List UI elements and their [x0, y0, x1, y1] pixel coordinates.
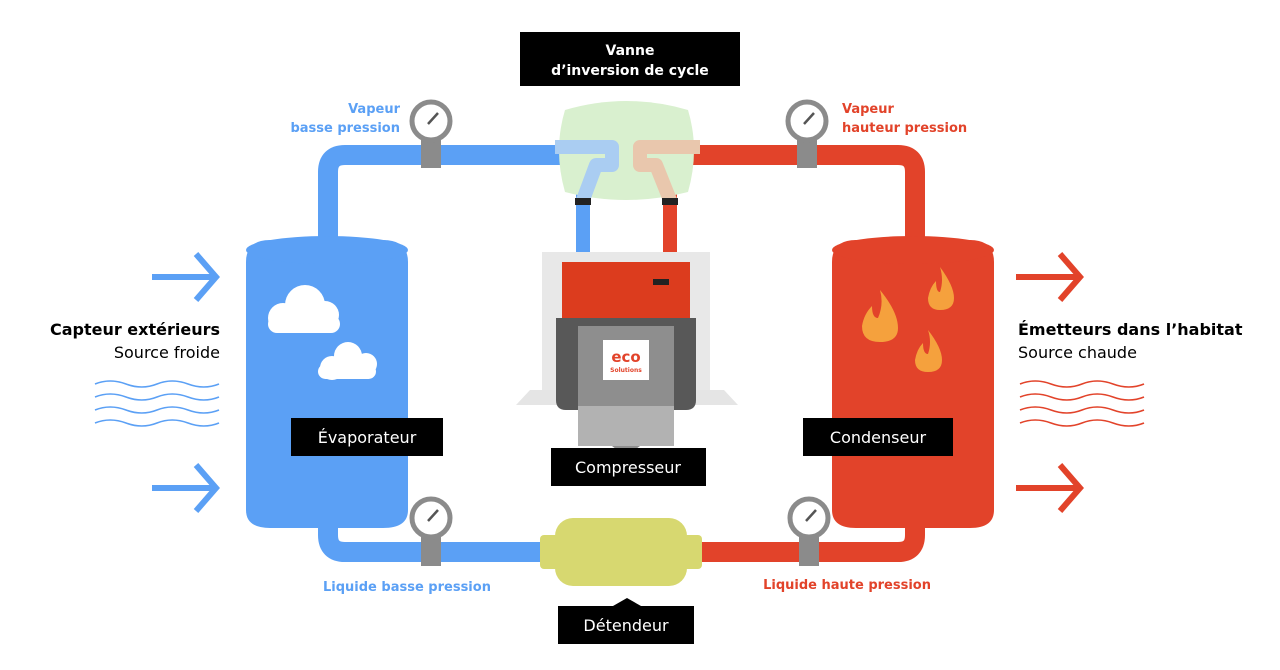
left-side-caption: Capteur extérieurs Source froide	[50, 320, 220, 362]
svg-text:Vapeur: Vapeur	[842, 102, 895, 117]
reversing-valve	[555, 101, 700, 207]
expander-body	[555, 518, 687, 586]
arrow-right-icon	[1016, 463, 1084, 513]
pipe-liquid-low	[318, 500, 560, 562]
svg-text:Source chaude: Source chaude	[1018, 343, 1137, 362]
svg-text:hauteur pression: hauteur pression	[842, 121, 967, 136]
wave-icon	[94, 380, 220, 427]
liquid-low-label: Liquide basse pression	[323, 580, 491, 595]
condenser-label: Condenseur	[803, 418, 953, 456]
valve-label: Vanne d’inversion de cycle	[520, 32, 740, 86]
svg-text:Vapeur: Vapeur	[348, 102, 401, 117]
cloud-icon	[268, 285, 340, 333]
wave-icon	[1019, 380, 1145, 427]
expander	[540, 518, 702, 586]
right-side-caption: Émetteurs dans l’habitat Source chaude	[1018, 320, 1243, 362]
liquid-high-label: Liquide haute pression	[763, 578, 931, 593]
arrow-right-icon	[152, 463, 220, 513]
svg-text:Condenseur: Condenseur	[830, 428, 927, 447]
pipe-vapor-high	[675, 145, 925, 260]
arrow-right-icon	[152, 252, 220, 302]
pipe-liquid-high	[700, 500, 925, 562]
svg-text:Détendeur: Détendeur	[583, 616, 669, 635]
pressure-gauge-icon	[787, 496, 831, 566]
eco-solutions-logo: eco Solutions	[603, 340, 649, 380]
evaporator-label: Évaporateur	[291, 418, 443, 456]
compressor: eco Solutions	[516, 252, 738, 452]
svg-text:Capteur extérieurs: Capteur extérieurs	[50, 320, 220, 339]
svg-text:basse pression: basse pression	[290, 121, 400, 136]
svg-text:d’inversion de cycle: d’inversion de cycle	[551, 63, 709, 79]
condenser-tank	[832, 236, 994, 528]
flame-icon	[915, 330, 942, 372]
svg-text:eco: eco	[611, 348, 640, 366]
pressure-gauge-icon	[409, 99, 453, 168]
svg-text:Émetteurs dans l’habitat: Émetteurs dans l’habitat	[1018, 320, 1243, 339]
pressure-gauge-icon	[785, 99, 829, 168]
svg-text:Compresseur: Compresseur	[575, 458, 681, 477]
evaporator-tank	[246, 236, 408, 528]
vapor-low-label: Vapeur basse pression	[290, 102, 400, 136]
vapor-high-label: Vapeur hauteur pression	[842, 102, 967, 136]
arrow-right-icon	[1016, 252, 1084, 302]
svg-text:Source froide: Source froide	[114, 343, 220, 362]
svg-text:Solutions: Solutions	[610, 367, 642, 374]
compressor-label: Compresseur	[551, 448, 706, 486]
cloud-icon	[318, 342, 377, 380]
compressor-top	[562, 262, 690, 320]
expander-label: Détendeur	[558, 598, 694, 644]
svg-text:Vanne: Vanne	[606, 43, 655, 59]
svg-text:Évaporateur: Évaporateur	[318, 428, 417, 447]
flame-icon	[862, 290, 898, 342]
pipe-vapor-low	[318, 145, 575, 260]
pressure-gauge-icon	[409, 496, 453, 566]
flame-icon	[928, 267, 954, 310]
